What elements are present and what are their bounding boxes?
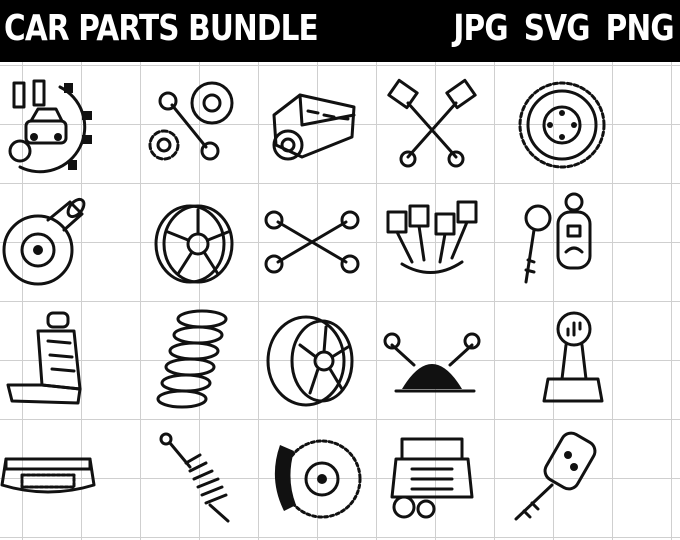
car-seat-icon (0, 304, 108, 414)
engine-pistons-icon (372, 187, 492, 297)
coil-spring-icon (132, 304, 252, 414)
v-engine-icon (372, 420, 492, 530)
title-banner: CAR PARTS BUNDLE JPG SVG PNG (0, 0, 680, 62)
engine-block-icon (252, 70, 372, 180)
file-formats: JPG SVG PNG (453, 8, 675, 49)
icon-grid (0, 62, 680, 540)
gear-shifter-icon (492, 304, 612, 414)
wrench-gears-icon (132, 70, 252, 180)
car-key-icon (492, 420, 612, 530)
alloy-rim-icon (132, 187, 252, 297)
car-keys-remote-icon (492, 187, 612, 297)
disc-brake-caliper-icon (252, 420, 372, 530)
brake-rotor-icon (492, 70, 612, 180)
turbocharger-icon (0, 187, 108, 297)
tire-icon (252, 304, 372, 414)
car-service-gear-icon (0, 70, 108, 180)
crossed-wrenches-icon (252, 187, 372, 297)
front-bumper-icon (0, 420, 108, 530)
shock-absorber-icon (132, 420, 252, 530)
crossed-pistons-icon (372, 70, 492, 180)
wrenches-dome-icon (372, 304, 492, 414)
bundle-title: CAR PARTS BUNDLE (4, 8, 319, 49)
